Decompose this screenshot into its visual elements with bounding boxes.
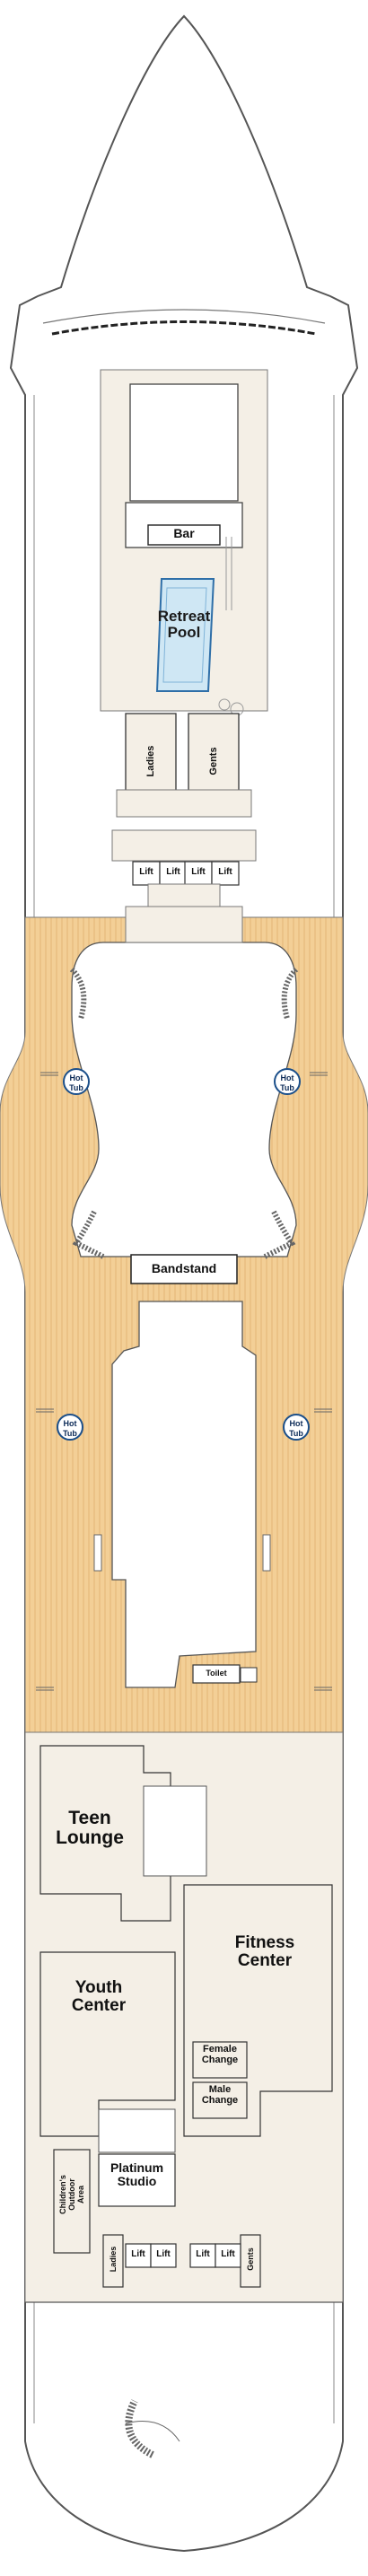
childrens-outdoor-area	[53, 2149, 91, 2254]
teen-lounge-room	[39, 1745, 171, 1922]
deck-opening-upper	[71, 942, 297, 1257]
bandstand-stage	[130, 1254, 238, 1284]
gents-restroom-bottom	[240, 2234, 261, 2288]
retreat-pool	[155, 578, 215, 692]
youth-center-room	[39, 1951, 176, 2137]
bar-counter	[147, 524, 221, 546]
lift-bank-top	[132, 861, 240, 886]
aft-spiral-stair	[125, 2399, 154, 2458]
female-change-room	[192, 2041, 248, 2079]
bow-windscreen	[51, 320, 317, 336]
ladies-restroom-bottom	[102, 2234, 124, 2288]
lift-bank-bottom	[125, 2243, 241, 2268]
toilet-room	[192, 1664, 241, 1684]
male-change-room	[192, 2081, 248, 2119]
bow-rail	[42, 309, 326, 324]
ladies-restroom-top	[125, 713, 177, 800]
retreat-upper-block	[129, 383, 239, 502]
platinum-studio-room	[98, 2153, 176, 2207]
gents-restroom-top	[188, 713, 240, 800]
deck-opening-lower	[111, 1301, 257, 1688]
